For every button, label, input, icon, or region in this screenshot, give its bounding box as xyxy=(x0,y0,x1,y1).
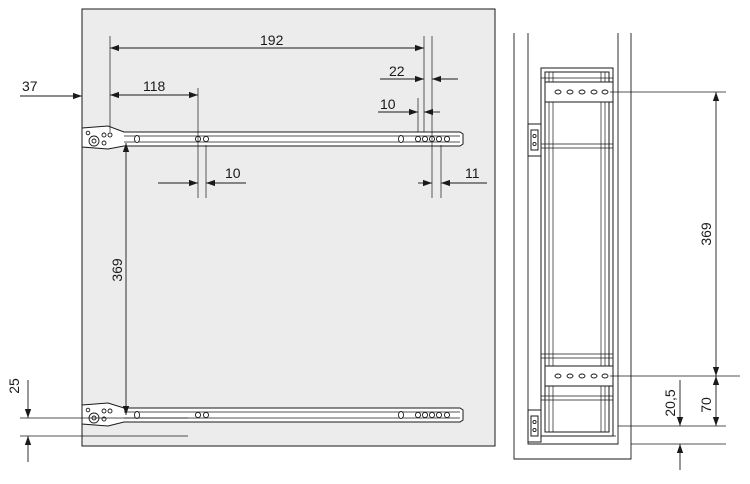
dim-70-label: 70 xyxy=(698,397,714,413)
front-view: 192 118 37 22 10 10 11 369 25 xyxy=(6,8,496,462)
dim-25-label: 25 xyxy=(6,378,22,394)
front-dimension-lines xyxy=(20,44,487,462)
dim-118-label: 118 xyxy=(143,78,166,94)
dim-11-label: 11 xyxy=(465,165,480,181)
dim-10-front-label: 10 xyxy=(225,165,241,181)
dim-10-rear-label: 10 xyxy=(380,96,396,112)
bottom-runner xyxy=(81,402,464,427)
dim-20-5-label: 20,5 xyxy=(662,389,678,416)
dim-22-label: 22 xyxy=(389,63,405,79)
side-dimension-lines xyxy=(676,92,720,470)
dim-369-front-label: 369 xyxy=(109,258,125,282)
cabinet-side-panel xyxy=(81,8,496,447)
dim-369-side-label: 369 xyxy=(698,222,714,246)
side-view: 369 70 20,5 xyxy=(513,33,740,470)
dim-192-label: 192 xyxy=(260,32,284,48)
front-dimension-labels: 192 118 37 22 10 10 11 369 25 xyxy=(6,32,480,394)
top-runner xyxy=(81,125,464,150)
front-extension-lines xyxy=(20,36,442,437)
dim-37-label: 37 xyxy=(22,78,38,94)
pull-out-frame xyxy=(527,67,614,443)
side-dimension-labels: 369 70 20,5 xyxy=(662,222,714,417)
